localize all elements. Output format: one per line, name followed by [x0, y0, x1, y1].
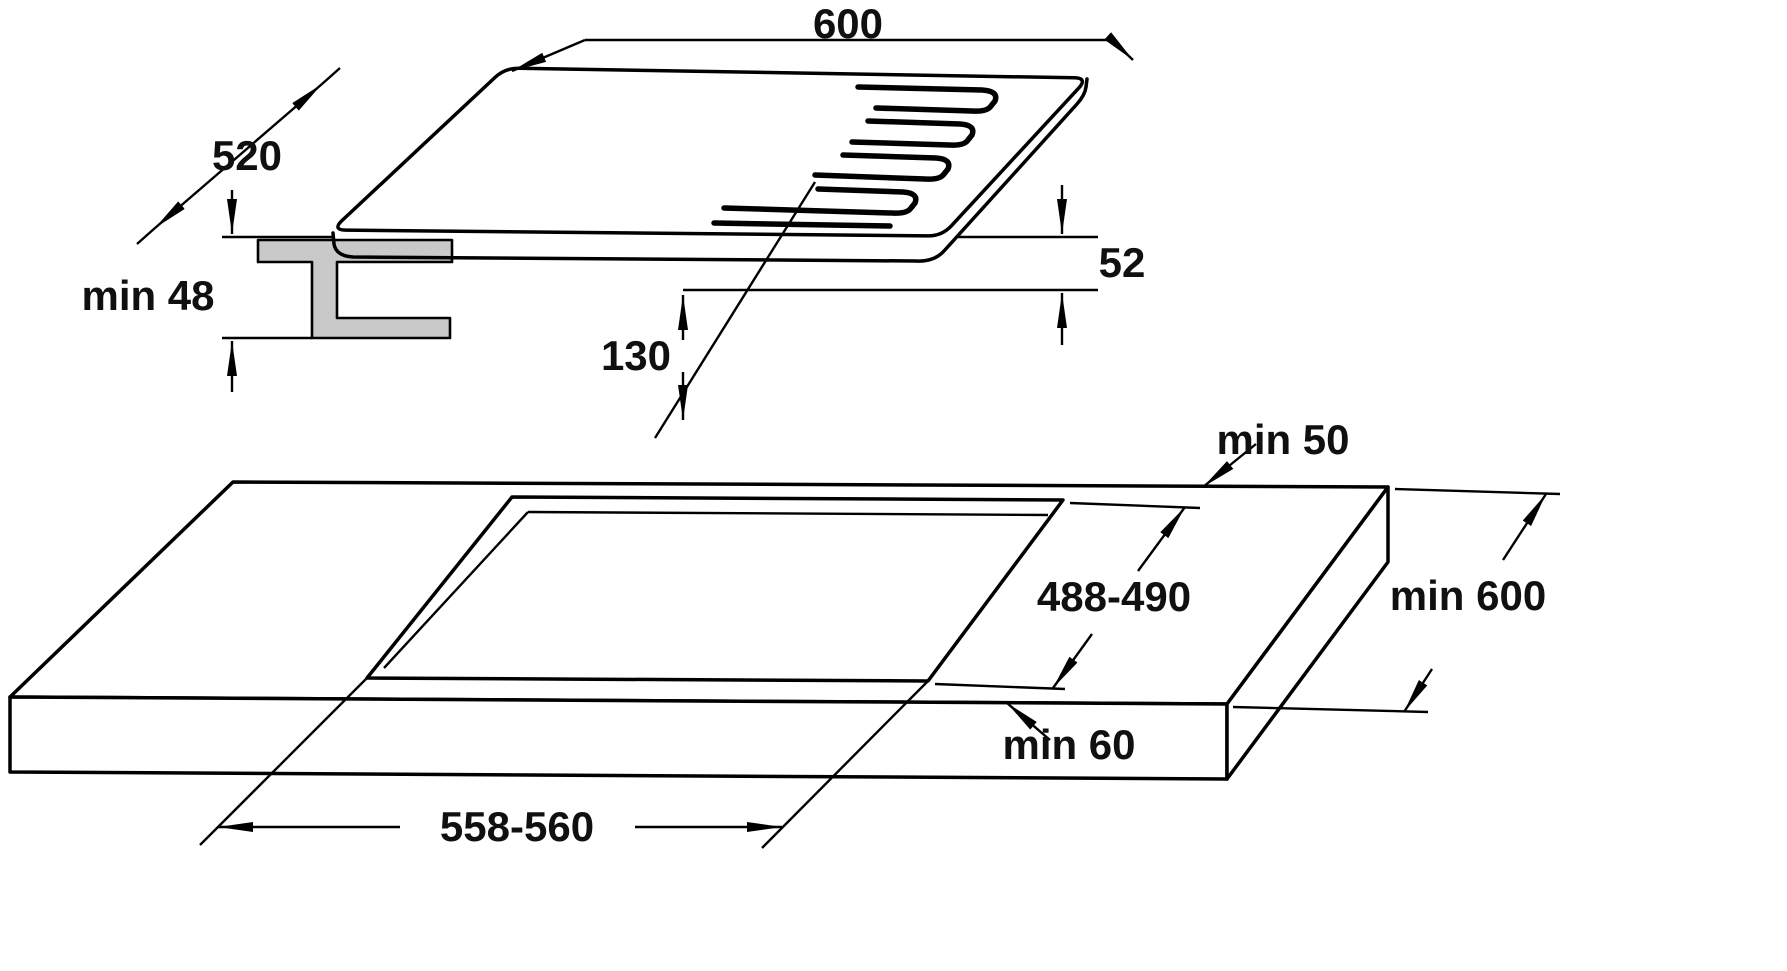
dim-label-cutout-width: 558-560 [440, 803, 594, 850]
hob-top-face [336, 66, 1085, 238]
dim-label-rear-clearance: min 50 [1216, 416, 1349, 463]
dim-label-front-clearance: min 60 [1002, 721, 1135, 768]
extension-line-cutout-width-right [761, 680, 929, 849]
pan-support-grate-4 [721, 186, 919, 216]
dim-label-depth: 520 [212, 132, 282, 179]
mounting-bracket-section [256, 238, 454, 340]
dimension-arrow-width-right [1104, 32, 1134, 61]
dimension-arrow-worktop-depth-upper [1501, 493, 1548, 561]
dimension-arrow-depth [154, 83, 323, 229]
hob-side-face [331, 77, 1089, 263]
extension-line-worktop-depth-bottom [1232, 705, 1429, 714]
dim-label-cutout-depth: 488-490 [1037, 573, 1191, 620]
dimension-arrow-min50 [1202, 443, 1257, 488]
worktop-right-face [1225, 485, 1390, 781]
pan-support-grate-2 [849, 118, 976, 148]
dim-label-depth-below: 130 [601, 332, 671, 379]
dimension-stub-depth-top [321, 67, 341, 85]
cutout-inner-wall-back [527, 510, 1049, 517]
pan-support-grate-1 [855, 84, 999, 114]
dimension-arrow-width-left [511, 38, 586, 73]
dimension-arrow-worktop-depth-lower [1402, 668, 1434, 713]
dimension-stub-depth-bottom [136, 227, 156, 245]
dim-label-bracket-clearance: min 48 [81, 272, 214, 319]
dimension-arrow-min60 [1006, 702, 1051, 741]
extension-line-worktop-depth-top [1394, 487, 1561, 496]
extension-line-cutout-width-left [199, 677, 368, 846]
pan-support-front-bar [711, 220, 893, 229]
hob-perspective-view: 600 520 min 48 52 130 [81, 0, 1146, 439]
dimension-arrow-cutout-depth-upper [1137, 506, 1186, 572]
dimension-arrow-cutout-depth-lower [1052, 633, 1093, 689]
pan-support-grate-3 [812, 152, 952, 182]
dim-label-height-above: 52 [1099, 239, 1146, 286]
cutout-inner-wall-left [383, 511, 529, 669]
extension-line-cutout-depth-bottom [934, 682, 1066, 691]
dim-label-width: 600 [813, 0, 883, 47]
dim-label-worktop-depth: min 600 [1390, 572, 1546, 619]
worktop-cutout-view: min 50 488-490 min 600 min 60 558-560 [8, 416, 1561, 850]
